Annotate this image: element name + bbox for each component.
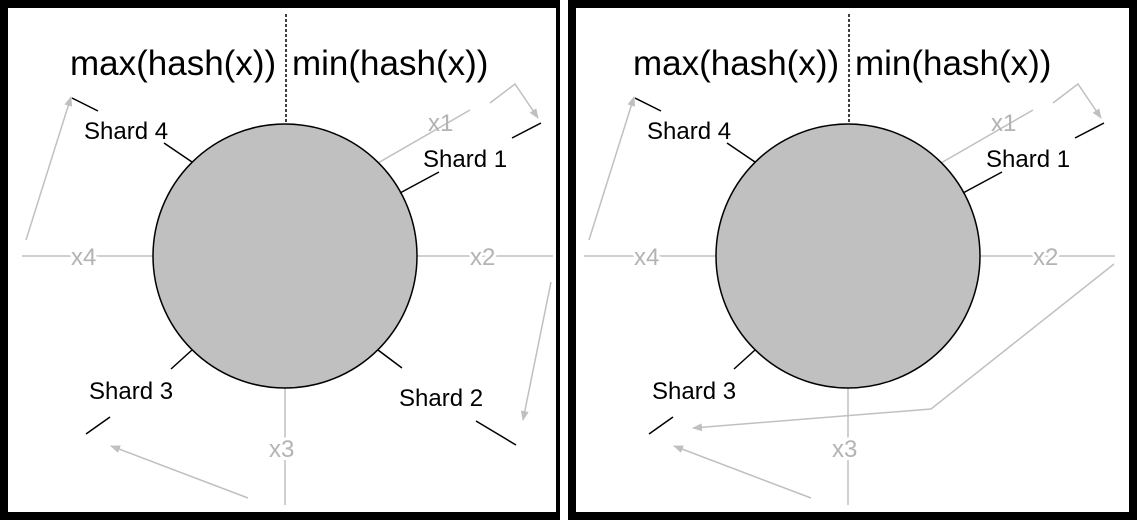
shard-3-tick xyxy=(170,349,193,370)
arrow-x3-to-shard3 xyxy=(110,445,249,499)
shard-3-tick xyxy=(733,349,756,370)
shard-1-tick xyxy=(962,171,1003,194)
arrow-x1-to-shard1 xyxy=(1052,82,1102,119)
shard-4-tick xyxy=(726,142,756,163)
shard-1-label: Shard 1 xyxy=(986,146,1070,173)
shard-1-outer-tick xyxy=(1074,122,1105,139)
key-x2-label: x2 xyxy=(1033,244,1058,271)
min-hash-label: min(hash(x)) xyxy=(292,44,488,83)
panel-right: max(hash(x)) min(hash(x)) Shard 4 Shard … xyxy=(568,0,1137,520)
max-hash-label: max(hash(x)) xyxy=(70,44,276,83)
key-x2-label: x2 xyxy=(470,244,495,271)
shard-2-label: Shard 2 xyxy=(399,385,483,412)
key-x3-label: x3 xyxy=(832,436,857,463)
key-x1-label: x1 xyxy=(991,110,1016,137)
arrow-x2-to-shard3 xyxy=(692,263,1115,432)
key-line-x1 xyxy=(377,109,471,164)
shard-2-outer-tick xyxy=(475,420,517,446)
max-tick xyxy=(71,97,99,112)
shard-3-outer-tick xyxy=(648,416,674,435)
shard-3-label: Shard 3 xyxy=(89,378,173,405)
arrow-x4-to-shard4 xyxy=(588,96,636,241)
shard-3-outer-tick xyxy=(85,416,111,435)
max-hash-label: max(hash(x)) xyxy=(633,44,839,83)
shard-4-tick xyxy=(163,142,193,163)
shard-3-label: Shard 3 xyxy=(652,378,736,405)
hash-ring xyxy=(715,123,981,389)
panel-left: max(hash(x)) min(hash(x)) Shard 4 Shard … xyxy=(0,0,564,520)
arrow-x3-to-shard3 xyxy=(673,445,812,499)
shard-4-label: Shard 4 xyxy=(647,118,731,145)
arrow-x1-to-shard1 xyxy=(489,82,539,119)
key-x3-label: x3 xyxy=(269,436,294,463)
arrow-x4-to-shard4 xyxy=(25,96,73,241)
panel-separator xyxy=(560,0,570,525)
key-x4-label: x4 xyxy=(634,244,659,271)
shard-1-outer-tick xyxy=(511,122,542,139)
max-tick xyxy=(634,97,662,112)
arrow-x2-to-shard2 xyxy=(520,281,552,421)
shard-1-tick xyxy=(399,171,440,194)
shard-1-label: Shard 1 xyxy=(423,146,507,173)
shard-2-tick xyxy=(377,349,403,369)
shard-4-label: Shard 4 xyxy=(84,118,168,145)
hash-ring xyxy=(152,123,418,389)
key-x4-label: x4 xyxy=(71,244,96,271)
key-line-x1 xyxy=(940,109,1034,164)
min-hash-label: min(hash(x)) xyxy=(855,44,1051,83)
key-x1-label: x1 xyxy=(428,110,453,137)
